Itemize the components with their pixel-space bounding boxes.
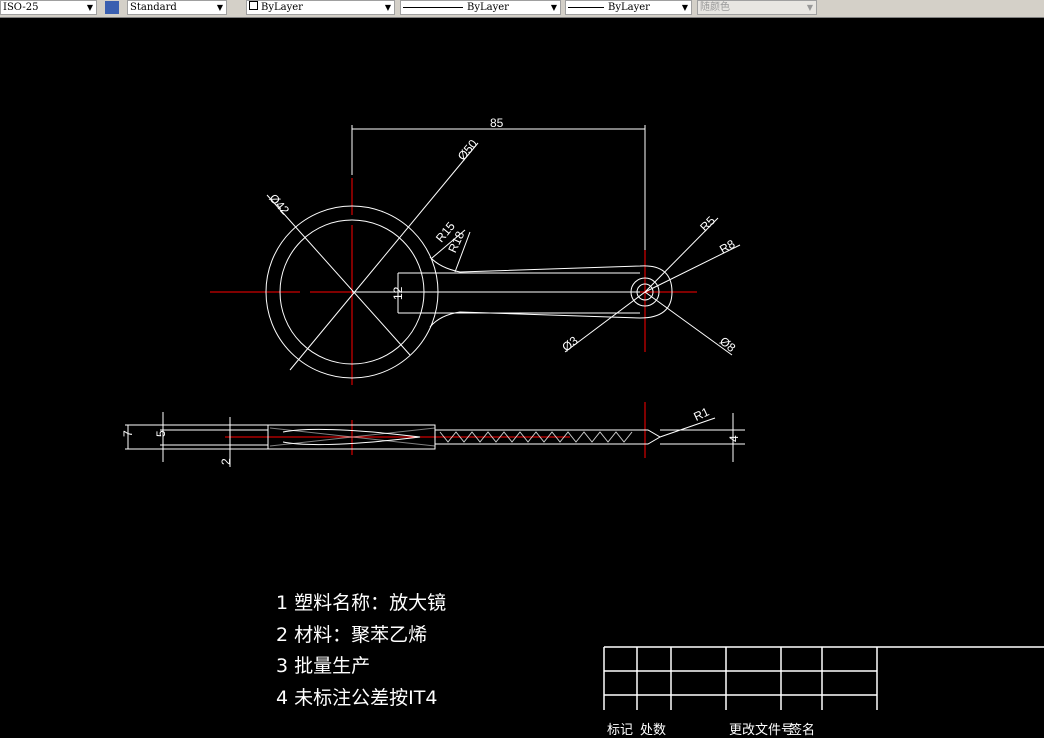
dim-5: 5 xyxy=(154,430,168,437)
linetype-select[interactable]: ByLayer ▼ xyxy=(400,0,561,15)
lineweight-value: ByLayer xyxy=(608,2,650,13)
textstyle-icon[interactable] xyxy=(105,1,119,14)
chevron-down-icon: ▼ xyxy=(216,3,223,12)
dim-12: 12 xyxy=(391,286,405,300)
title-cell-mark: 标记 xyxy=(607,723,634,738)
chevron-down-icon: ▼ xyxy=(86,3,93,12)
layer-select[interactable]: ByLayer ▼ xyxy=(246,0,395,15)
linetype-value: ByLayer xyxy=(467,2,509,13)
note-1: 1 塑料名称：放大镜 xyxy=(276,592,447,614)
plotstyle-value: 随颜色 xyxy=(700,2,730,13)
dim-d50: Ø50 xyxy=(455,137,481,164)
dimstyle-value: ISO-25 xyxy=(3,2,39,13)
note-2: 2 材料：聚苯乙烯 xyxy=(276,624,428,646)
front-view xyxy=(265,125,741,379)
textstyle-select[interactable]: Standard ▼ xyxy=(127,0,227,15)
title-block xyxy=(603,646,1044,710)
dim-7: 7 xyxy=(121,430,135,437)
dim-2: 2 xyxy=(219,458,233,465)
dim-4: 4 xyxy=(727,435,741,442)
chevron-down-icon: ▼ xyxy=(681,3,688,12)
side-view xyxy=(125,412,745,467)
layer-value: ByLayer xyxy=(261,2,303,13)
dim-r1: R1 xyxy=(691,404,711,423)
chevron-down-icon: ▼ xyxy=(384,3,391,12)
dim-d3: Ø3 xyxy=(559,333,580,354)
dim-d42: Ø42 xyxy=(266,191,292,217)
title-cell-count: 处数 xyxy=(640,723,667,738)
dimstyle-select[interactable]: ISO-25 ▼ xyxy=(0,0,97,15)
dim-d8: Ø8 xyxy=(717,334,739,355)
note-3: 3 批量生产 xyxy=(276,655,371,677)
plotstyle-select: 随颜色 ▼ xyxy=(697,0,817,15)
properties-toolbar: ISO-25 ▼ Standard ▼ ByLayer ▼ ByLayer ▼ ByLa… xyxy=(0,0,1044,18)
note-4: 4 未标注公差按IT4 xyxy=(276,687,438,709)
centerlines xyxy=(210,178,697,458)
color-swatch-icon xyxy=(249,1,258,10)
textstyle-value: Standard xyxy=(130,2,177,13)
dim-r8: R8 xyxy=(717,237,738,257)
chevron-down-icon: ▼ xyxy=(806,3,813,12)
dim-85: 85 xyxy=(490,116,504,130)
dim-r5: R5 xyxy=(697,213,718,234)
title-cell-docno: 更改文件号 xyxy=(729,723,795,738)
chevron-down-icon: ▼ xyxy=(550,3,557,12)
drawing-canvas[interactable]: 85 Ø50 Ø42 R15 R18 12 R5 R8 Ø3 Ø8 7 5 2 … xyxy=(0,0,1044,710)
title-cell-sign: 签名 xyxy=(789,723,816,738)
lineweight-select[interactable]: ByLayer ▼ xyxy=(565,0,692,15)
